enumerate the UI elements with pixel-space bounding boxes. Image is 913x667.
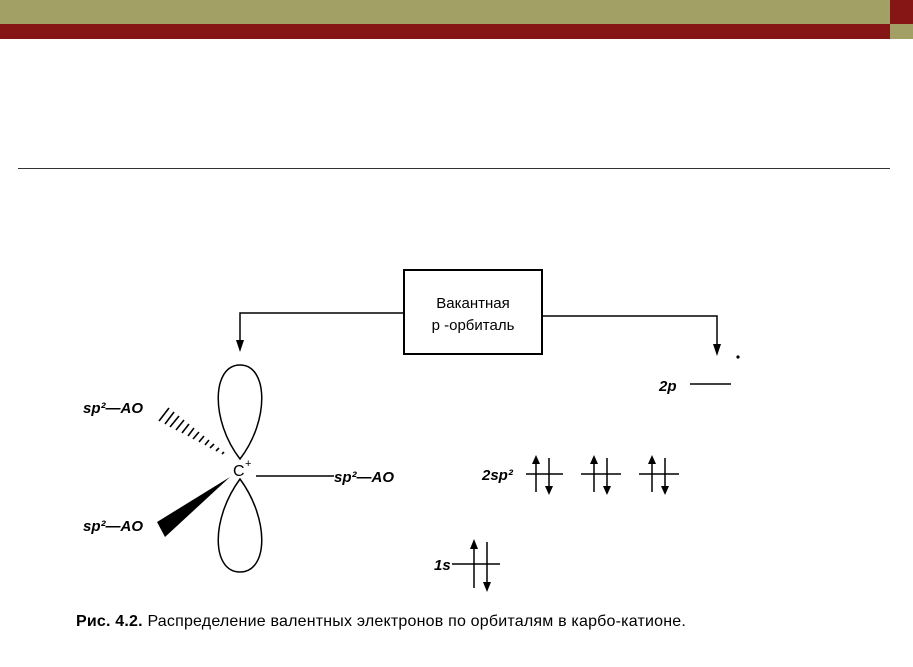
upper-p-lobe	[217, 364, 263, 461]
right-connector	[542, 315, 718, 352]
level-2p-label: 2p	[658, 378, 677, 395]
vacant-orbital-box	[403, 269, 543, 355]
positive-charge: +	[245, 458, 251, 470]
corner-square	[890, 0, 913, 24]
upper-sp2-label: sp²—AO	[83, 400, 143, 417]
hashed-bond	[158, 407, 225, 455]
s-arrowheads	[470, 539, 491, 592]
caption-text: Распределение валентных электронов по ор…	[142, 613, 686, 630]
right-sp2-label: sp²—AO	[334, 469, 394, 486]
lower-sp2-label: sp²—AO	[83, 518, 143, 535]
accent-band	[0, 24, 890, 39]
left-arrowhead	[236, 340, 244, 352]
carbon-atom: C	[233, 463, 245, 480]
s-level	[452, 542, 500, 588]
title-bar	[0, 0, 913, 42]
speck	[736, 355, 740, 359]
lower-p-lobe	[217, 477, 263, 573]
sp2-arrowheads	[532, 455, 669, 495]
caption-prefix: Рис. 4.2.	[76, 613, 143, 630]
header-rule	[18, 168, 890, 169]
wedge-bond	[157, 477, 230, 537]
box-label-line1: Вакантная	[436, 295, 509, 312]
box-label-line2: p -орбиталь	[432, 317, 515, 334]
level-2sp2-label: 2sp²	[481, 467, 514, 484]
corner-square-lower	[890, 24, 913, 39]
level-1s-label: 1s	[434, 557, 451, 574]
figure-caption: Рис. 4.2. Распределение валентных электр…	[76, 612, 756, 631]
left-connector	[239, 312, 404, 348]
top-band	[0, 0, 890, 24]
right-arrowhead	[713, 344, 721, 356]
